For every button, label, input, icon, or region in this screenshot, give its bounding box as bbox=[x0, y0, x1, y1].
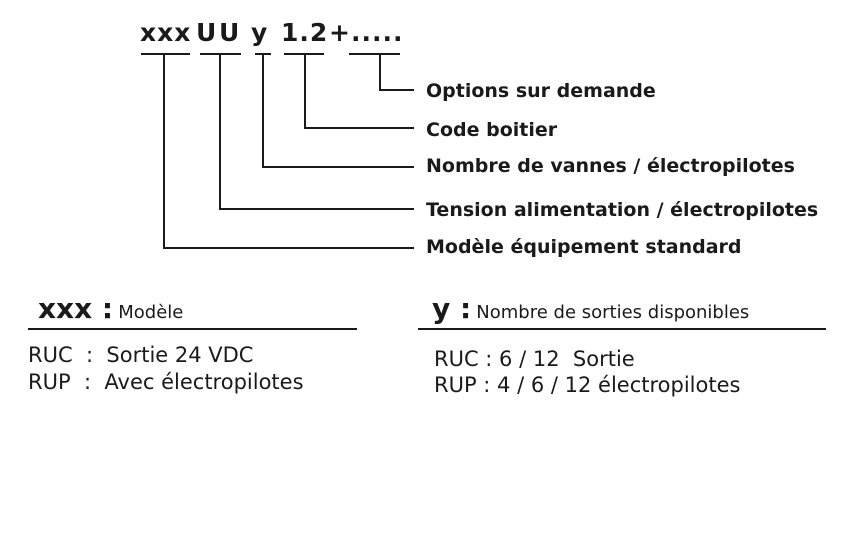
code-options: ..... bbox=[351, 18, 404, 47]
code-y: y bbox=[251, 18, 269, 47]
code-u1: U bbox=[196, 18, 218, 47]
leader-xxx bbox=[163, 54, 414, 249]
right-section-line-2: RUP : 4 / 6 / 12 électropilotes bbox=[434, 373, 741, 397]
annotation-voltage: Tension alimentation / électropilotes bbox=[426, 199, 819, 221]
right-section-key: y : bbox=[432, 292, 472, 325]
right-section-line-1: RUC : 6 / 12 Sortie bbox=[434, 347, 635, 371]
annotation-valves: Nombre de vannes / électropilotes bbox=[426, 155, 795, 177]
right-section-heading: y : Nombre de sorties disponibles bbox=[432, 292, 749, 325]
leader-box bbox=[304, 54, 414, 129]
annotation-model: Modèle équipement standard bbox=[426, 236, 742, 258]
left-section-line-1: RUC : Sortie 24 VDC bbox=[28, 343, 254, 367]
leader-y bbox=[262, 54, 414, 168]
annotation-box-code: Code boitier bbox=[426, 119, 558, 141]
code-plus: + bbox=[329, 18, 351, 47]
right-section-label: Nombre de sorties disponibles bbox=[476, 302, 750, 323]
leader-uu bbox=[219, 54, 414, 210]
left-section-label: Modèle bbox=[118, 302, 184, 323]
left-section-heading: xxx : Modèle bbox=[38, 292, 183, 325]
code-xxx: xxx bbox=[140, 18, 192, 47]
code-u2: U bbox=[219, 18, 241, 47]
left-section-key: xxx : bbox=[38, 292, 114, 325]
leader-options bbox=[379, 54, 414, 91]
left-section-line-2: RUP : Avec électropilotes bbox=[28, 370, 304, 394]
annotation-options: Options sur demande bbox=[426, 80, 656, 102]
code-box: 1.2 bbox=[281, 18, 329, 47]
